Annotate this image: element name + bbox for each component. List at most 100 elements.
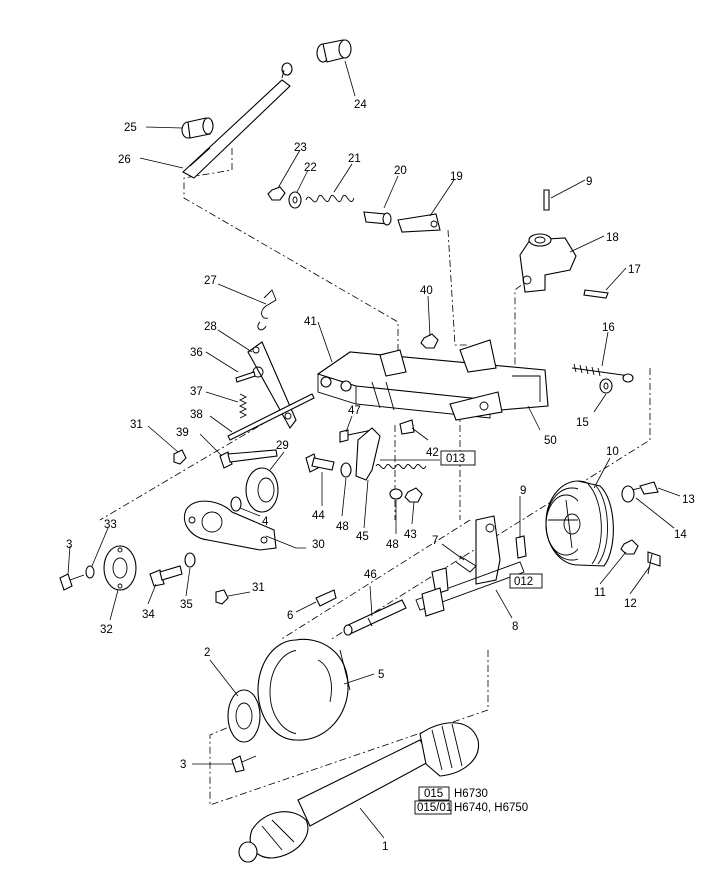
ref-013-label: 013 [446,453,465,465]
callout-22: 22 [304,162,317,174]
callout-4: 4 [262,516,269,528]
callout-34: 34 [142,609,155,621]
callout-35: 35 [180,599,193,611]
part-36-pin [235,371,256,383]
callout-41: 41 [304,316,317,328]
callout-24: 24 [354,99,367,111]
part-15-washer [599,378,613,394]
part-32-flange [103,545,137,591]
callout-23: 23 [294,142,307,154]
part-8-shaft-bracket [415,515,525,617]
part-3-bolt-upper [59,573,85,591]
callout-8: 8 [512,621,518,633]
part-24-sleeve [316,39,352,63]
part-21-spring [305,195,355,203]
part-6-pin [315,589,337,607]
part-46-shaft [343,599,407,636]
part-39-bolt [219,449,278,469]
callout-14: 14 [674,529,687,541]
callout-3-lower: 3 [180,759,186,771]
callout-48-b: 48 [386,539,399,551]
callout-30: 30 [312,539,325,551]
callout-37: 37 [190,386,203,398]
callout-28: 28 [204,321,217,333]
callout-25: 25 [124,122,137,134]
part-3-bolt-lower [231,755,257,773]
part-18-fork [519,233,577,293]
callout-6: 6 [287,610,293,622]
part-41-frame [316,339,549,421]
legend-model-015: H6730 [454,788,488,800]
callout-9-top: 9 [586,176,592,188]
callout-16: 16 [602,322,615,334]
callout-43: 43 [404,529,417,541]
part-33-washer [85,565,95,579]
callout-2: 2 [204,647,210,659]
callout-32: 32 [100,624,113,636]
part-34-bolt [149,565,183,587]
part-23-nut [267,186,286,201]
ref-box-012: 012 [509,573,543,589]
callout-11: 11 [594,587,606,599]
part-43-nut [404,487,423,503]
callout-12: 12 [624,598,637,610]
callout-45: 45 [356,531,369,543]
callout-31-low: 31 [252,582,265,594]
legend-model-015-01: H6740, H6750 [454,802,528,814]
part-17-pin [583,289,609,299]
part-40-nut [420,333,439,349]
callout-39: 39 [176,427,189,439]
callout-33: 33 [104,519,117,531]
part-44-bolt [305,453,335,473]
part-26-lever-rod [182,62,293,179]
callout-18: 18 [606,232,619,244]
callout-7: 7 [432,535,438,547]
callout-38: 38 [190,409,203,421]
part-9-pin-top [543,189,550,211]
part-22-washer [288,191,302,209]
part-12-bolt [647,551,661,575]
callout-13: 13 [682,494,695,506]
callout-26: 26 [118,154,131,166]
part-14-washer [621,485,635,503]
part-20-sleeve [363,211,392,226]
callout-19: 19 [450,171,463,183]
ref-box-015-01: 015/01 H6740, H6750 [414,800,528,815]
callout-1: 1 [382,841,388,853]
callout-20: 20 [394,165,407,177]
callout-9-mid: 9 [520,485,526,497]
leader-lines [67,60,681,839]
callout-31-top: 31 [130,419,143,431]
callout-48-a: 48 [336,521,349,533]
part-42-bolt [399,419,415,435]
callout-40: 40 [420,285,433,297]
ref-box-015: 015 H6730 [418,786,488,801]
callout-47: 47 [348,405,361,417]
part-45-lever-spring [355,427,427,481]
ref-box-013: 013 [440,450,476,466]
callout-29: 29 [276,440,289,452]
callout-27: 27 [204,275,217,287]
callout-15: 15 [576,417,589,429]
part-11-nut [620,539,639,555]
part-35-washer [184,552,196,568]
part-5-housing [257,638,351,741]
part-2-flange-plate [227,689,261,743]
callout-50: 50 [544,435,557,447]
part-31-grease-nipple [173,449,187,465]
part-7-pin [455,555,477,573]
part-9-pin-mid [515,535,527,559]
callout-3-upper: 3 [66,539,72,551]
callout-44: 44 [312,510,325,522]
callout-36: 36 [190,347,203,359]
part-37-spring [238,393,248,419]
callout-5: 5 [378,669,384,681]
callout-labels: 24 25 26 23 22 21 20 19 9 18 17 27 40 28… [66,99,695,853]
part-25-sleeve [181,117,214,139]
part-19-bracket [397,213,441,233]
callout-46: 46 [364,569,377,581]
part-28-plate [247,341,297,430]
callout-10: 10 [606,446,619,458]
ref-012-label: 012 [514,576,533,588]
